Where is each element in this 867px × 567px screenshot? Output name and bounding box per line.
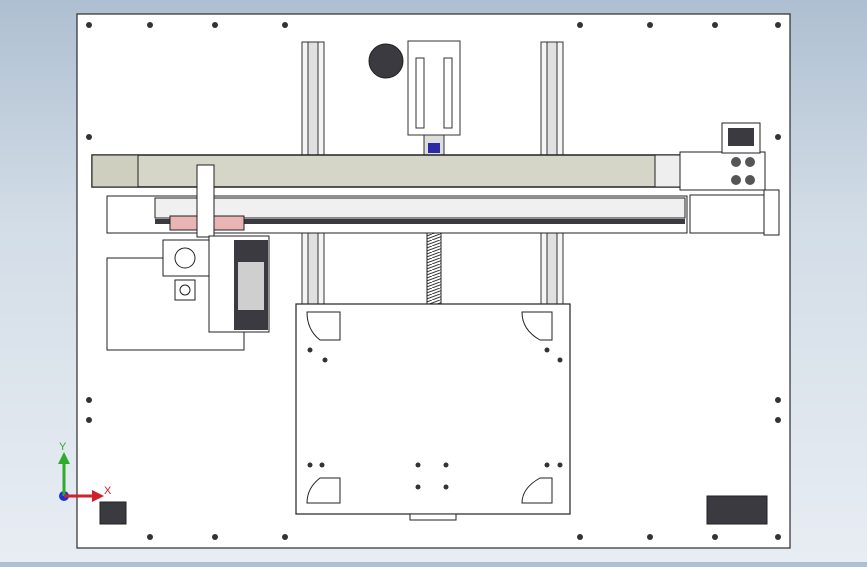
vertical-arm — [196, 164, 215, 238]
bottom-right-pad — [706, 495, 768, 525]
coordinate-triad — [58, 452, 104, 502]
lead-screw — [426, 232, 442, 306]
bottom-left-pad — [99, 501, 127, 525]
print-head — [106, 235, 270, 351]
stepper-motor — [689, 189, 780, 236]
round-hole — [368, 43, 404, 79]
mounting-holes — [86, 22, 781, 540]
top-bracket — [407, 40, 461, 156]
build-platform — [295, 303, 571, 521]
motor-housing — [721, 122, 761, 185]
x-beam — [91, 151, 766, 191]
linear-guide — [106, 195, 688, 234]
y-axis-label: Y — [59, 441, 67, 453]
x-axis-label: X — [104, 485, 112, 497]
